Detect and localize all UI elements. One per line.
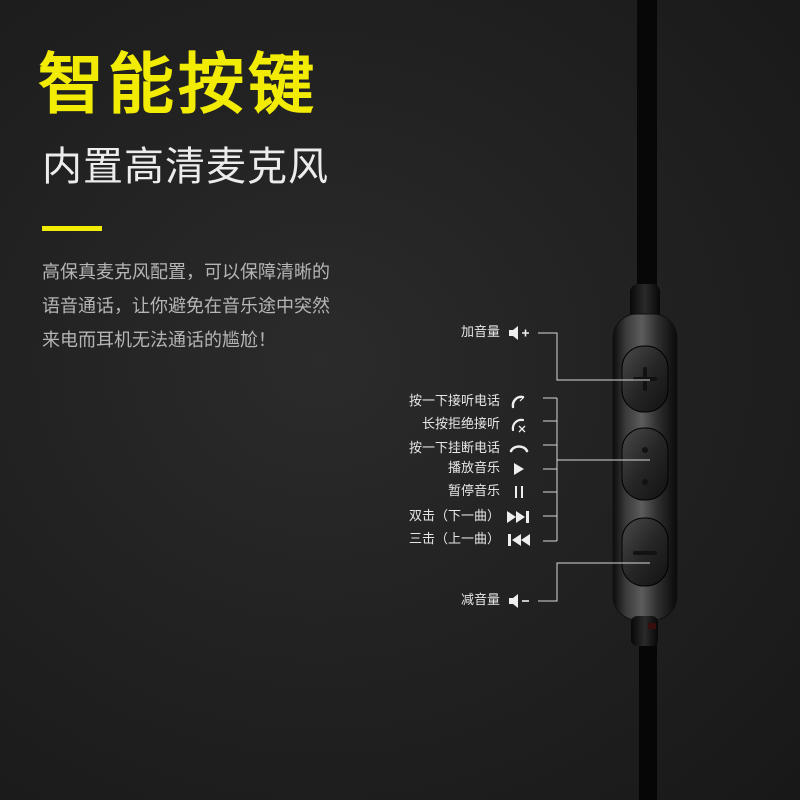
description-line: 高保真麦克风配置，可以保障清晰的 — [42, 262, 330, 283]
function-label-text: 三击（上一曲） — [408, 532, 500, 547]
volume-up-button[interactable] — [621, 345, 669, 413]
function-label-text: 暂停音乐 — [447, 484, 500, 499]
description: 高保真麦克风配置，可以保障清晰的 语音通话，让你避免在音乐途中突然 来电而耳机无… — [42, 256, 382, 358]
function-label-answer-call: 按一下接听电话 — [409, 391, 532, 413]
function-label-next-track: 双击（下一曲） — [409, 506, 532, 528]
function-label-text: 按一下接听电话 — [408, 394, 500, 409]
page-subtitle: 内置高清麦克风 — [42, 144, 329, 190]
function-label-play: 播放音乐 — [448, 458, 532, 480]
answer-call-icon — [506, 393, 532, 411]
function-label-previous-track: 三击（上一曲） — [409, 529, 532, 551]
function-label-text: 播放音乐 — [447, 461, 500, 476]
earphone-cable — [637, 0, 657, 300]
play-icon — [506, 460, 532, 478]
inline-remote — [612, 284, 678, 646]
hang-up-icon — [506, 440, 532, 458]
volume-down-icon — [506, 592, 532, 610]
function-label-text: 双击（下一曲） — [408, 509, 500, 524]
reject-call-icon — [506, 416, 532, 434]
next-track-icon — [506, 508, 532, 526]
previous-track-icon — [506, 531, 532, 549]
function-label-text: 长按拒绝接听 — [421, 417, 500, 432]
volume-up-icon — [506, 324, 532, 342]
function-label-text: 按一下挂断电话 — [408, 441, 500, 456]
pause-icon — [506, 483, 532, 501]
function-label-pause: 暂停音乐 — [448, 481, 532, 503]
function-label-text: 减音量 — [460, 593, 500, 608]
accent-bar — [42, 226, 102, 231]
function-label-volume-down: 减音量 — [461, 590, 532, 612]
description-line: 来电而耳机无法通话的尴尬！ — [42, 330, 276, 351]
description-line: 语音通话，让你避免在音乐途中突然 — [42, 296, 330, 317]
center-button[interactable] — [621, 427, 669, 501]
volume-down-button[interactable] — [621, 517, 669, 587]
function-label-reject-call: 长按拒绝接听 — [422, 414, 532, 436]
function-label-hang-up: 按一下挂断电话 — [409, 438, 532, 460]
function-label-text: 加音量 — [460, 325, 500, 340]
page-title: 智能按键 — [38, 46, 318, 123]
function-label-volume-up: 加音量 — [461, 322, 532, 344]
earphone-cable — [639, 640, 657, 800]
